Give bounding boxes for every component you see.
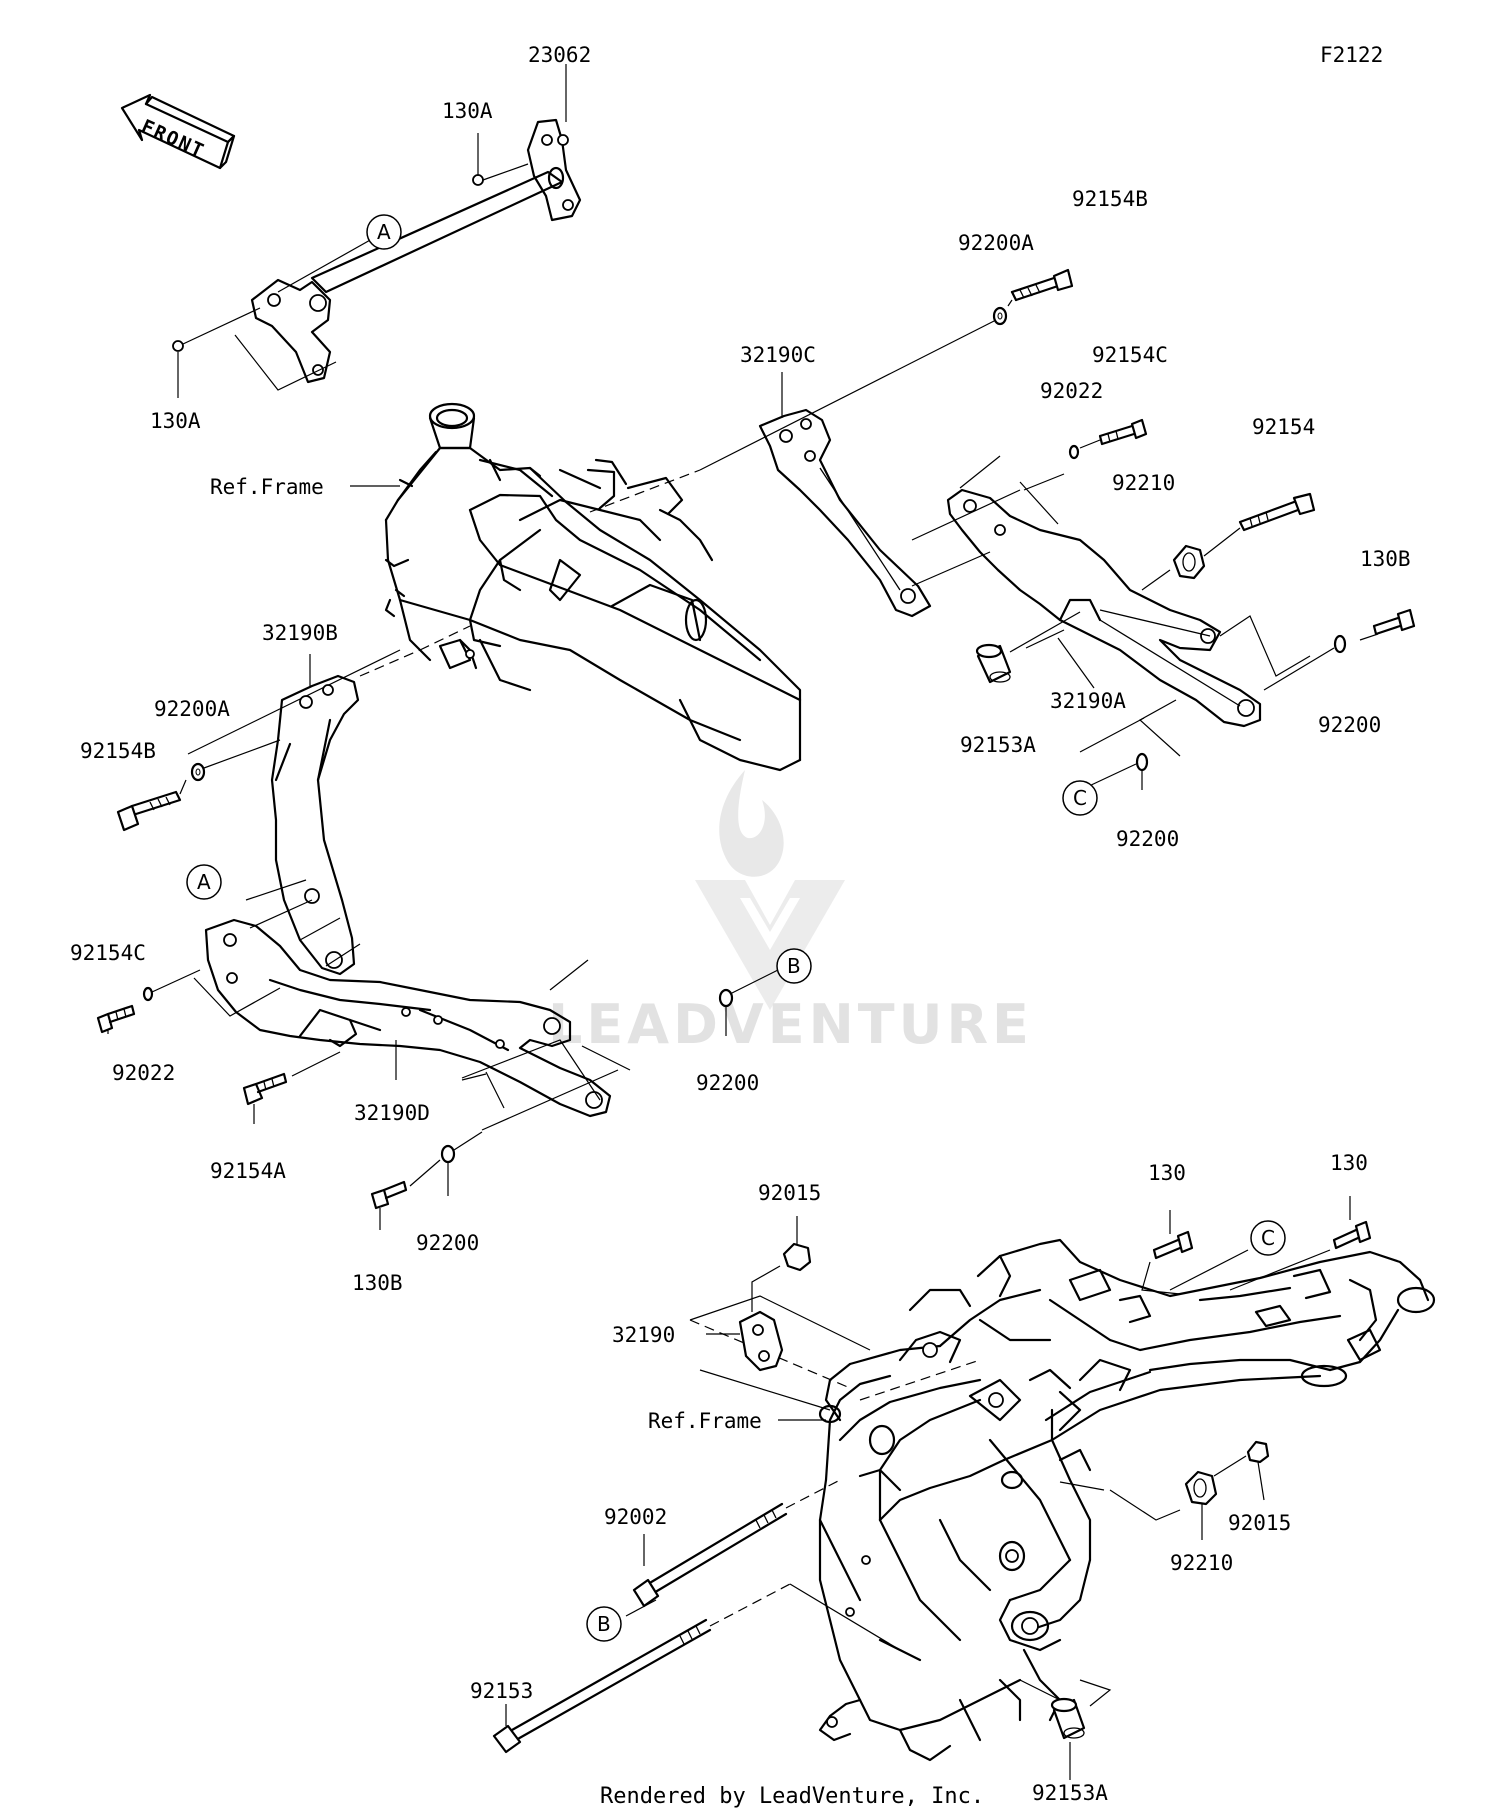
ref-marker-c-right: C xyxy=(1062,780,1098,816)
washer-92022-left xyxy=(142,986,154,1002)
part-label: 92153A xyxy=(1032,1781,1108,1805)
washer-92200-mid xyxy=(718,988,734,1008)
part-label: 92154B xyxy=(1072,187,1148,211)
shaft-92002 xyxy=(632,1502,788,1608)
bolt-92154b-right xyxy=(1010,268,1074,302)
part-label: 92154C xyxy=(1092,343,1168,367)
bracket-32190b xyxy=(270,674,360,976)
bushing-92153a-lower xyxy=(1050,1697,1086,1740)
washer-92200a-right xyxy=(992,306,1008,326)
part-label: 92153 xyxy=(470,1679,533,1703)
svg-text:B: B xyxy=(787,954,801,978)
part-label: 23062 xyxy=(528,43,591,67)
washer-92200a-left xyxy=(190,762,206,782)
bolt-92154-right xyxy=(1238,492,1316,532)
part-label: 92154 xyxy=(1252,415,1315,439)
washer-92200-right-lower xyxy=(1135,752,1149,772)
part-label: 130B xyxy=(1360,547,1411,571)
bolt-92154a-left xyxy=(242,1072,288,1106)
front-arrow-icon: FRONT xyxy=(120,93,236,170)
part-label: 130 xyxy=(1148,1161,1186,1185)
washer-92200-left-lower xyxy=(440,1144,456,1164)
part-label: 92002 xyxy=(604,1505,667,1529)
shaft-92153 xyxy=(492,1618,712,1754)
part-label: 92210 xyxy=(1112,471,1175,495)
bolt-92154c-right xyxy=(1098,418,1148,446)
nut-92210-right xyxy=(1172,544,1206,580)
part-label: 130A xyxy=(150,409,201,433)
bolt-130b-left xyxy=(370,1180,408,1210)
watermark-logo xyxy=(695,770,845,1010)
bolt-130-right xyxy=(1332,1220,1372,1250)
part-label: 92015 xyxy=(758,1181,821,1205)
part-label: 32190B xyxy=(262,621,338,645)
bolt-92154b-left xyxy=(116,790,182,832)
watermark-text: LEADVENTURE xyxy=(548,993,1033,1056)
main-frame-lower xyxy=(818,1238,1436,1762)
bushing-92153a-right xyxy=(975,643,1012,684)
svg-text:B: B xyxy=(597,1612,611,1636)
bracket-32190c xyxy=(758,408,932,618)
ref-marker-c-lower: C xyxy=(1250,1220,1286,1256)
svg-text:A: A xyxy=(197,870,211,894)
ref-frame-label-bottom: Ref.Frame xyxy=(648,1409,762,1433)
bolt-130b-right xyxy=(1372,608,1416,636)
bracket-23062 xyxy=(250,118,582,384)
part-label: 92154B xyxy=(80,739,156,763)
nut-92210-lower xyxy=(1184,1470,1218,1506)
part-label: 32190 xyxy=(612,1323,675,1347)
ref-marker-b-lower: B xyxy=(586,1606,622,1642)
part-label: 92210 xyxy=(1170,1551,1233,1575)
svg-text:C: C xyxy=(1261,1226,1275,1250)
washer-92200-right xyxy=(1333,634,1347,654)
part-label: 92154C xyxy=(70,941,146,965)
nut-92015-right xyxy=(1246,1440,1270,1464)
ref-marker-a-top: A xyxy=(366,214,402,250)
bolt-92154c-left xyxy=(96,1004,136,1034)
part-label: 32190A xyxy=(1050,689,1126,713)
ref-frame-label-top: Ref.Frame xyxy=(210,475,324,499)
nut-92015-top xyxy=(782,1242,812,1272)
part-label: 32190D xyxy=(354,1101,430,1125)
ref-marker-a-left: A xyxy=(186,864,222,900)
part-label: 32190C xyxy=(740,343,816,367)
ref-marker-b-mid: B xyxy=(776,948,812,984)
part-label: 92015 xyxy=(1228,1511,1291,1535)
svg-text:C: C xyxy=(1073,786,1087,810)
part-label: 130A xyxy=(442,99,493,123)
washer-92022-right xyxy=(1068,444,1080,460)
part-label: 92154A xyxy=(210,1159,286,1183)
bracket-32190d xyxy=(204,918,612,1118)
part-label: 92200 xyxy=(696,1071,759,1095)
part-label: 92200 xyxy=(1318,713,1381,737)
part-label: 92022 xyxy=(1040,379,1103,403)
diagram-code: F2122 xyxy=(1320,43,1383,67)
part-label: 92022 xyxy=(112,1061,175,1085)
part-label: 130B xyxy=(352,1271,403,1295)
main-frame-upper xyxy=(384,402,802,772)
part-label: 92200 xyxy=(1116,827,1179,851)
part-label: 92200A xyxy=(958,231,1034,255)
footer-credit: Rendered by LeadVenture, Inc. xyxy=(600,1784,984,1809)
plate-32190 xyxy=(738,1310,784,1372)
bracket-32190a xyxy=(946,488,1262,728)
part-label: 130 xyxy=(1330,1151,1368,1175)
svg-text:A: A xyxy=(377,220,391,244)
part-label: 92200 xyxy=(416,1231,479,1255)
part-label: 92200A xyxy=(154,697,230,721)
bolt-130-left xyxy=(1152,1230,1194,1260)
part-label: 92153A xyxy=(960,733,1036,757)
